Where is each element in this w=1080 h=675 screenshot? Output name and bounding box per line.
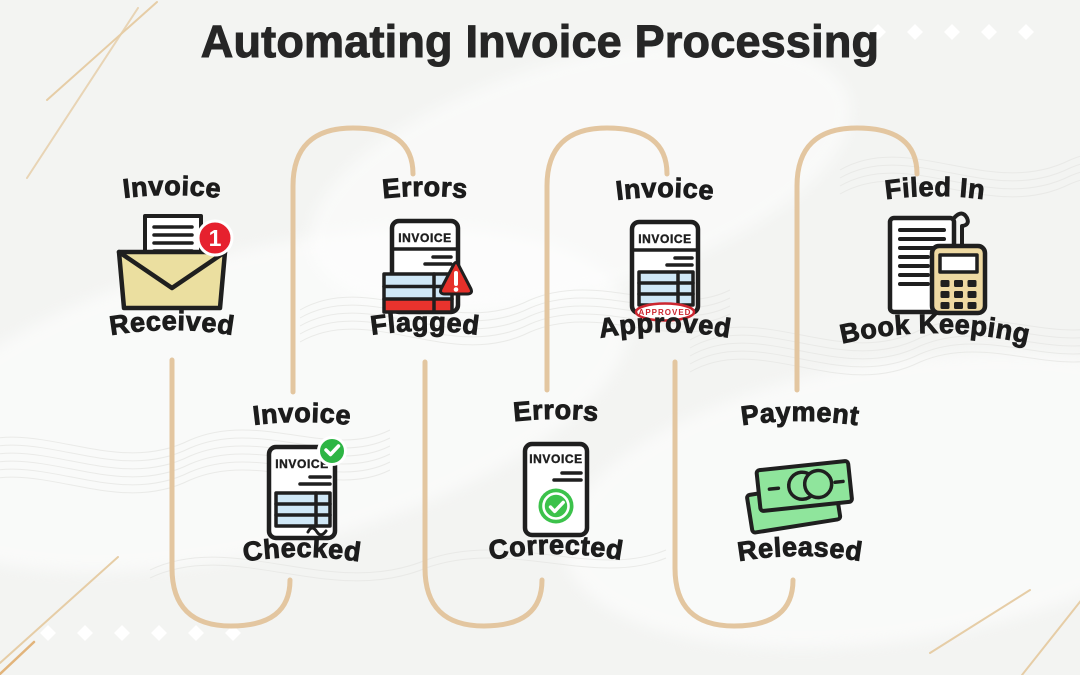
flow-connector xyxy=(169,357,293,629)
step-label-top: Invoice xyxy=(251,398,353,431)
check-circle-icon xyxy=(538,488,574,524)
step-label-top: Filed In xyxy=(883,172,987,205)
check-badge xyxy=(317,436,347,466)
step-label-top: Invoice xyxy=(121,171,223,204)
approved-stamp: APPROVED xyxy=(634,302,696,322)
step-errors-corrected: Errors INVOICE Corrected xyxy=(486,394,626,566)
envelope-notification-icon: 1 xyxy=(116,214,234,311)
step-label-top: Errors xyxy=(512,395,600,427)
flow-connector xyxy=(290,125,416,395)
flow-connector xyxy=(672,359,796,629)
svg-text:1: 1 xyxy=(209,225,222,251)
step-label-bottom: Flagged xyxy=(369,307,482,341)
invoice-approved-stamp-icon: INVOICE APPROVED xyxy=(629,219,701,322)
warning-triangle-icon xyxy=(439,261,473,296)
step-label-bottom: Released xyxy=(736,532,865,567)
step-label-bottom: Checked xyxy=(241,533,363,568)
step-label-top: Invoice xyxy=(614,173,716,206)
step-errors-flagged: Errors INVOICE F xyxy=(368,171,482,341)
invoice-error-warning-icon: INVOICE xyxy=(382,218,473,315)
svg-text:INVOICE: INVOICE xyxy=(529,452,583,466)
page-title: Automating Invoice Processing xyxy=(200,16,880,68)
step-label-top: Payment xyxy=(739,397,861,431)
document-calculator-icon xyxy=(887,211,988,316)
invoice-corrected-check-icon: INVOICE xyxy=(522,441,590,538)
step-label-top: Errors xyxy=(381,172,469,204)
svg-text:INVOICE: INVOICE xyxy=(275,457,329,471)
flow-connector xyxy=(422,359,545,629)
notification-badge: 1 xyxy=(196,219,234,257)
invoice-checked-icon: INVOICE xyxy=(266,436,347,541)
step-label-bottom: Corrected xyxy=(487,530,626,566)
svg-text:INVOICE: INVOICE xyxy=(398,231,452,245)
calculator-buttons xyxy=(940,280,977,309)
flow-connector xyxy=(794,125,920,393)
svg-text:APPROVED: APPROVED xyxy=(639,308,692,317)
step-invoice-received: Invoice 1 Received xyxy=(107,171,237,342)
step-filed-bookkeeping: Filed In Book Keeping xyxy=(837,171,1033,350)
svg-text:INVOICE: INVOICE xyxy=(638,232,692,246)
step-invoice-checked: Invoice INVOICE Checked xyxy=(241,398,364,568)
step-label-bottom: Book Keeping xyxy=(837,309,1033,350)
step-invoice-approved: Invoice INVOICE APPROVED Approved xyxy=(596,173,733,345)
step-label-bottom: Received xyxy=(108,306,237,341)
flow-connector xyxy=(544,125,670,393)
money-banknotes-icon xyxy=(745,459,854,535)
step-payment-released: Payment Released xyxy=(735,396,865,567)
